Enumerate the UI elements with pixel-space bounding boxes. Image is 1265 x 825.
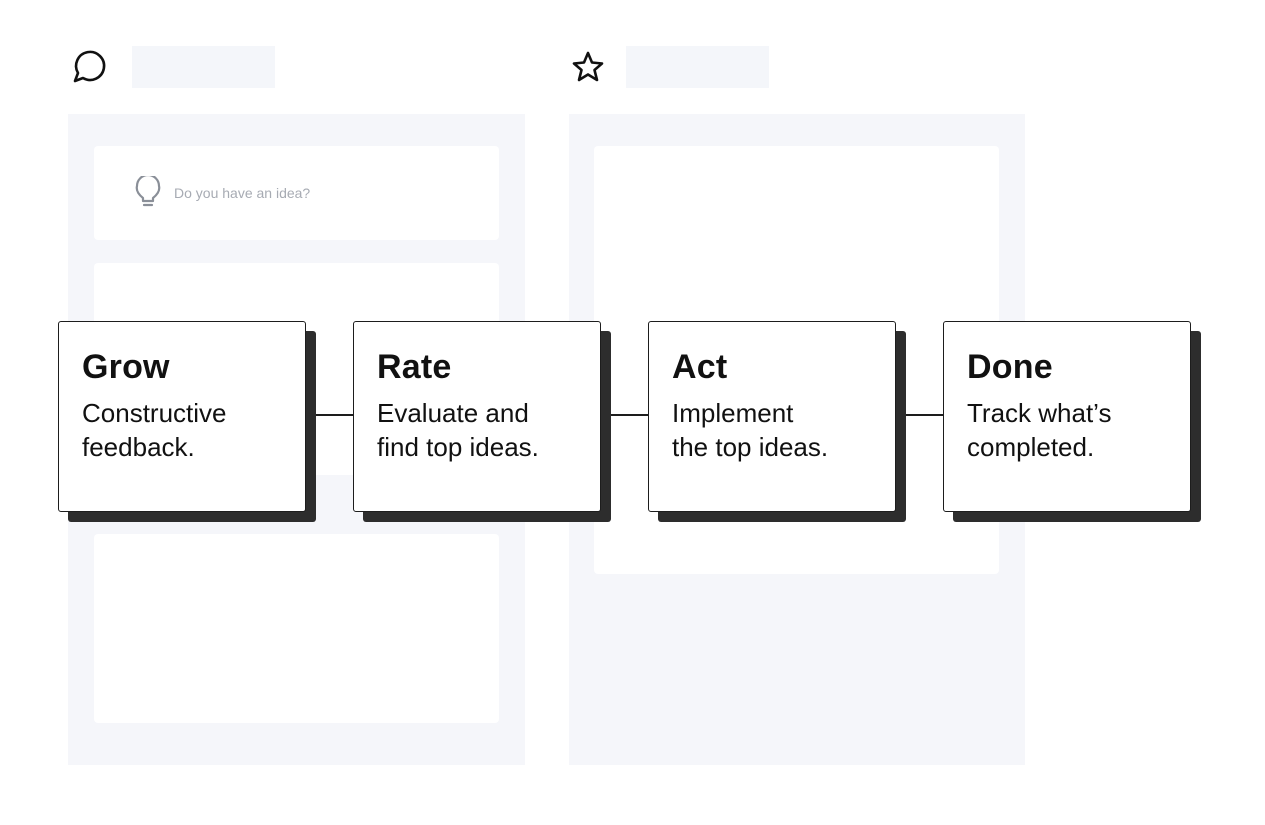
connector-line: [316, 414, 354, 416]
stage-title: Done: [967, 348, 1053, 386]
idea-prompt-text: Do you have an idea?: [174, 185, 311, 201]
stage-description: Constructive feedback.: [82, 398, 227, 462]
star-icon: [570, 49, 606, 85]
stage-grow: Grow Constructive feedback.: [58, 321, 306, 512]
lightbulb-icon: [134, 176, 162, 210]
stage-description: Evaluate and find top ideas.: [377, 398, 539, 462]
connector-line: [906, 414, 944, 416]
stage-title: Act: [672, 348, 728, 386]
idea-input-card[interactable]: Do you have an idea?: [94, 146, 499, 240]
stage-description: Track what’s completed.: [967, 398, 1112, 462]
stage-title: Rate: [377, 348, 452, 386]
stage-act: Act Implement the top ideas.: [648, 321, 896, 512]
connector-line: [611, 414, 649, 416]
stage-rate: Rate Evaluate and find top ideas.: [353, 321, 601, 512]
idea-card[interactable]: [94, 534, 499, 723]
stage-done: Done Track what’s completed.: [943, 321, 1191, 512]
stage-title: Grow: [82, 348, 170, 386]
column-title-placeholder: [626, 46, 769, 88]
stage-description: Implement the top ideas.: [672, 398, 829, 462]
speech-bubble-icon: [71, 48, 107, 84]
column-title-placeholder: [132, 46, 275, 88]
